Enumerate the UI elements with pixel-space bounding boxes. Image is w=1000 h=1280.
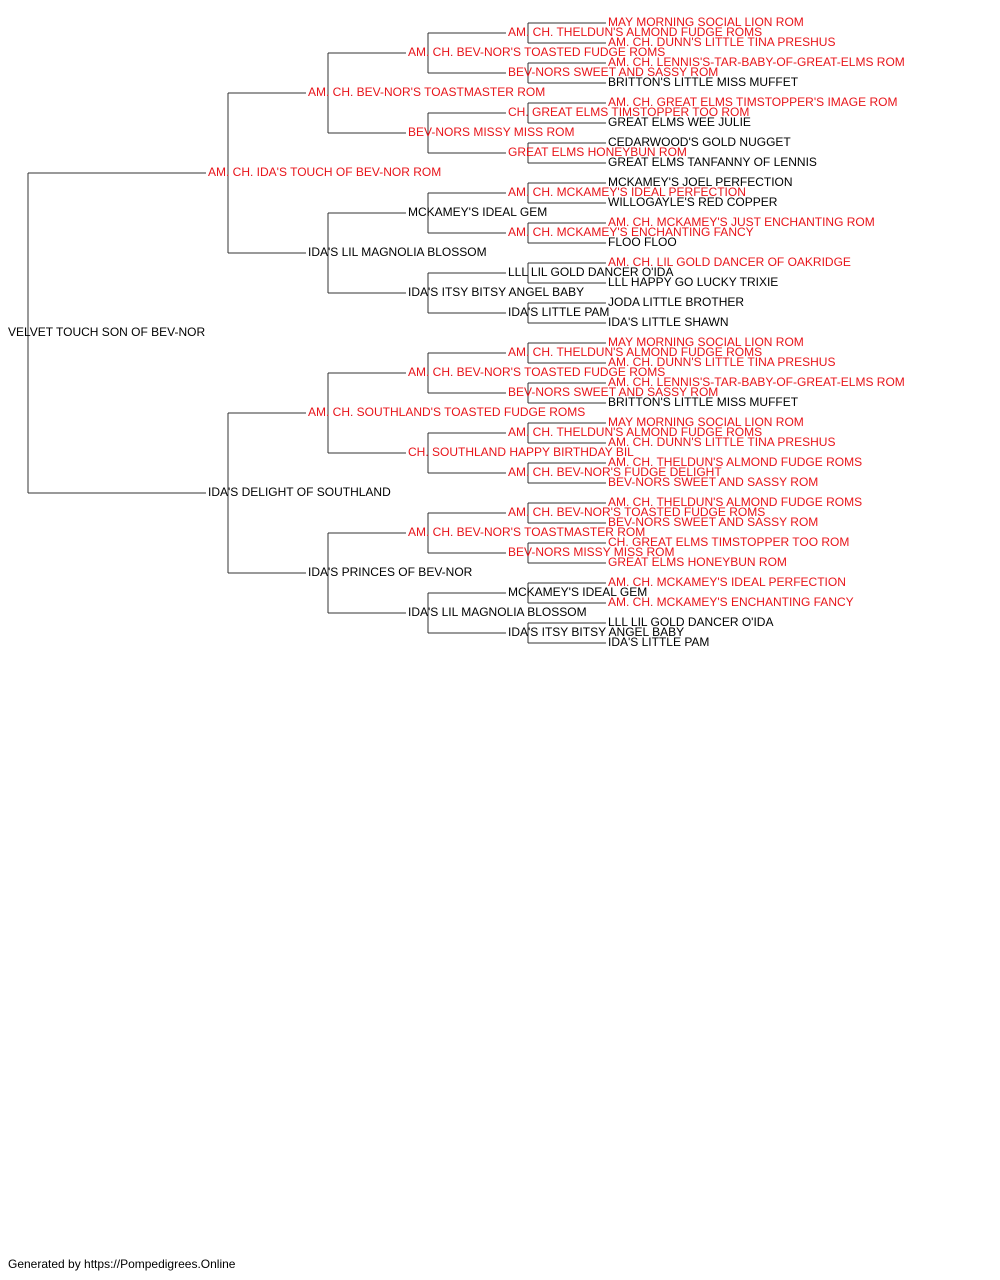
pedigree-name-gen-4: AM. CH. BEV-NOR'S FUDGE DELIGHT bbox=[508, 465, 722, 479]
pedigree-name-gen-4: IDA'S LITTLE PAM bbox=[508, 305, 609, 319]
pedigree-name-gen-4: IDA'S ITSY BITSY ANGEL BABY bbox=[508, 625, 684, 639]
pedigree-name-gen-4: LLL LIL GOLD DANCER O'IDA bbox=[508, 265, 673, 279]
pedigree-name-gen-5: AM. CH. MCKAMEY'S IDEAL PERFECTION bbox=[608, 575, 846, 589]
footer-credit: Generated by https://Pompedigrees.Online bbox=[8, 1257, 236, 1271]
pedigree-name-gen-4: MCKAMEY'S IDEAL GEM bbox=[508, 585, 647, 599]
pedigree-name-gen-5: CEDARWOOD'S GOLD NUGGET bbox=[608, 135, 791, 149]
pedigree-name-gen-5: LLL LIL GOLD DANCER O'IDA bbox=[608, 615, 773, 629]
pedigree-name-gen-5: AM. CH. LENNIS'S-TAR-BABY-OF-GREAT-ELMS … bbox=[608, 375, 905, 389]
pedigree-name-gen-5: IDA'S LITTLE PAM bbox=[608, 635, 709, 649]
pedigree-name-gen-5: AM. CH. DUNN'S LITTLE TINA PRESHUS bbox=[608, 35, 835, 49]
pedigree-name-gen-4: GREAT ELMS HONEYBUN ROM bbox=[508, 145, 687, 159]
pedigree-name-gen-5: AM. CH. LENNIS'S-TAR-BABY-OF-GREAT-ELMS … bbox=[608, 55, 905, 69]
pedigree-name-gen-4: BEV-NORS SWEET AND SASSY ROM bbox=[508, 65, 718, 79]
pedigree-name-gen-2: AM. CH. SOUTHLAND'S TOASTED FUDGE ROMS bbox=[308, 405, 585, 419]
pedigree-name-gen-5: AM. CH. MCKAMEY'S JUST ENCHANTING ROM bbox=[608, 215, 875, 229]
pedigree-name-gen-3: AM. CH. BEV-NOR'S TOASTED FUDGE ROMS bbox=[408, 45, 665, 59]
pedigree-name-gen-3: BEV-NORS MISSY MISS ROM bbox=[408, 125, 574, 139]
pedigree-name-gen-1: AM. CH. IDA'S TOUCH OF BEV-NOR ROM bbox=[208, 165, 441, 179]
pedigree-name-gen-5: IDA'S LITTLE SHAWN bbox=[608, 315, 729, 329]
pedigree-name-gen-5: AM. CH. LIL GOLD DANCER OF OAKRIDGE bbox=[608, 255, 851, 269]
pedigree-name-gen-3: IDA'S LIL MAGNOLIA BLOSSOM bbox=[408, 605, 587, 619]
pedigree-name-gen-4: BEV-NORS MISSY MISS ROM bbox=[508, 545, 674, 559]
pedigree-name-gen-5: LLL HAPPY GO LUCKY TRIXIE bbox=[608, 275, 778, 289]
pedigree-name-gen-2: AM. CH. BEV-NOR'S TOASTMASTER ROM bbox=[308, 85, 545, 99]
pedigree-name-gen-5: MAY MORNING SOCIAL LION ROM bbox=[608, 335, 804, 349]
pedigree-name-gen-5: MAY MORNING SOCIAL LION ROM bbox=[608, 415, 804, 429]
pedigree-name-gen-5: BRITTON'S LITTLE MISS MUFFET bbox=[608, 395, 799, 409]
pedigree-name-gen-4: AM. CH. MCKAMEY'S ENCHANTING FANCY bbox=[508, 225, 754, 239]
pedigree-names: VELVET TOUCH SON OF BEV-NOR AM. CH. IDA'S… bbox=[8, 15, 905, 649]
pedigree-connectors bbox=[27, 22, 606, 644]
pedigree-name-gen-5: GREAT ELMS HONEYBUN ROM bbox=[608, 555, 787, 569]
pedigree-name-gen-5: AM. CH. DUNN'S LITTLE TINA PRESHUS bbox=[608, 435, 835, 449]
pedigree-name-gen-5: GREAT ELMS WEE JULIE bbox=[608, 115, 751, 129]
pedigree-name-gen-5: AM. CH. THELDUN'S ALMOND FUDGE ROMS bbox=[608, 455, 862, 469]
pedigree-name-gen-5: BRITTON'S LITTLE MISS MUFFET bbox=[608, 75, 799, 89]
pedigree-name-gen-4: AM. CH. THELDUN'S ALMOND FUDGE ROMS bbox=[508, 345, 762, 359]
pedigree-name-gen-3: MCKAMEY'S IDEAL GEM bbox=[408, 205, 547, 219]
pedigree-name-gen-5: FLOO FLOO bbox=[608, 235, 677, 249]
pedigree-name-gen-5: WILLOGAYLE'S RED COPPER bbox=[608, 195, 778, 209]
pedigree-name-gen-5: JODA LITTLE BROTHER bbox=[608, 295, 744, 309]
pedigree-name-gen-1: IDA'S DELIGHT OF SOUTHLAND bbox=[208, 485, 391, 499]
pedigree-name-gen-5: BEV-NORS SWEET AND SASSY ROM bbox=[608, 475, 818, 489]
pedigree-name-gen-5: AM. CH. DUNN'S LITTLE TINA PRESHUS bbox=[608, 355, 835, 369]
pedigree-name-gen-4: BEV-NORS SWEET AND SASSY ROM bbox=[508, 385, 718, 399]
pedigree-name-gen-2: IDA'S PRINCES OF BEV-NOR bbox=[308, 565, 473, 579]
pedigree-name-gen-3: AM. CH. BEV-NOR'S TOASTED FUDGE ROMS bbox=[408, 365, 665, 379]
pedigree-name-gen-4: AM. CH. BEV-NOR'S TOASTED FUDGE ROMS bbox=[508, 505, 765, 519]
pedigree-name-gen-3: CH. SOUTHLAND HAPPY BIRTHDAY BIL bbox=[408, 445, 634, 459]
pedigree-name-gen-5: AM. CH. GREAT ELMS TIMSTOPPER'S IMAGE RO… bbox=[608, 95, 897, 109]
pedigree-name-gen-5: BEV-NORS SWEET AND SASSY ROM bbox=[608, 515, 818, 529]
pedigree-name-gen-5: MCKAMEY'S JOEL PERFECTION bbox=[608, 175, 793, 189]
pedigree-name-gen-4: AM. CH. MCKAMEY'S IDEAL PERFECTION bbox=[508, 185, 746, 199]
pedigree-name-gen-4: CH. GREAT ELMS TIMSTOPPER TOO ROM bbox=[508, 105, 749, 119]
pedigree-name-gen-3: AM. CH. BEV-NOR'S TOASTMASTER ROM bbox=[408, 525, 645, 539]
pedigree-name-gen-5: GREAT ELMS TANFANNY OF LENNIS bbox=[608, 155, 817, 169]
pedigree-name-gen-4: AM. CH. THELDUN'S ALMOND FUDGE ROMS bbox=[508, 425, 762, 439]
pedigree-name-gen-2: IDA'S LIL MAGNOLIA BLOSSOM bbox=[308, 245, 487, 259]
pedigree-name-gen-5: AM. CH. MCKAMEY'S ENCHANTING FANCY bbox=[608, 595, 854, 609]
pedigree-name-gen-5: CH. GREAT ELMS TIMSTOPPER TOO ROM bbox=[608, 535, 849, 549]
pedigree-name-gen-4: AM. CH. THELDUN'S ALMOND FUDGE ROMS bbox=[508, 25, 762, 39]
pedigree-name-gen-0: VELVET TOUCH SON OF BEV-NOR bbox=[8, 325, 205, 339]
pedigree-name-gen-5: MAY MORNING SOCIAL LION ROM bbox=[608, 15, 804, 29]
pedigree-name-gen-3: IDA'S ITSY BITSY ANGEL BABY bbox=[408, 285, 584, 299]
pedigree-name-gen-5: AM. CH. THELDUN'S ALMOND FUDGE ROMS bbox=[608, 495, 862, 509]
